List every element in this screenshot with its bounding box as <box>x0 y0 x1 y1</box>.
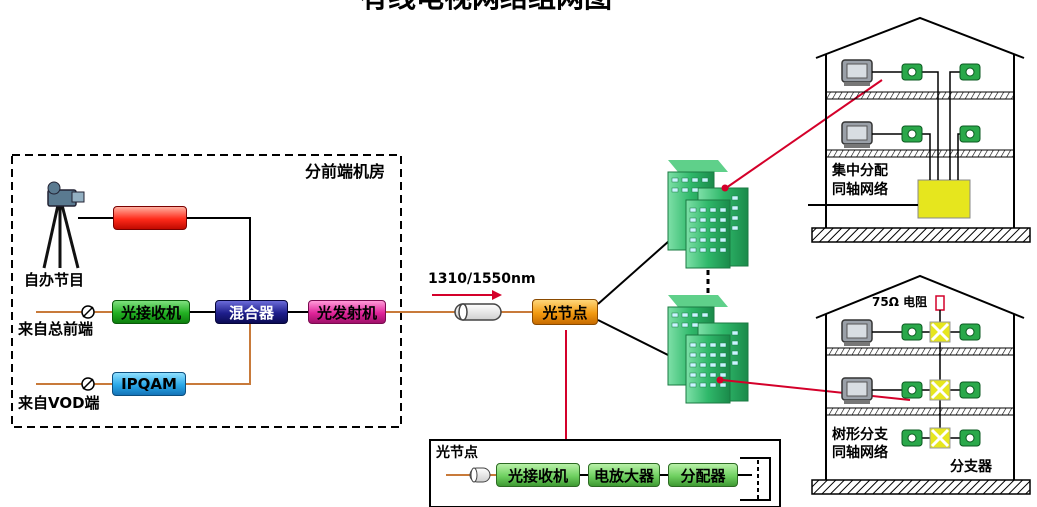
tv-icon <box>841 377 873 404</box>
building-cluster-top <box>667 160 749 269</box>
optical-node-box: 光节点 <box>532 299 598 325</box>
resistor-icon <box>935 295 945 322</box>
building-cluster-bottom <box>667 295 749 404</box>
tv-icon <box>841 121 873 148</box>
camera-icon <box>42 181 85 269</box>
wall-outlet-icon <box>901 381 923 399</box>
encoder-box <box>113 206 187 230</box>
node-detail-title: 光节点 <box>436 445 478 461</box>
house-bottom <box>811 274 1031 495</box>
optical-receiver-box: 光接收机 <box>112 300 190 324</box>
tap-splitter-icon <box>929 427 951 449</box>
ipqam-box: IPQAM <box>112 372 186 396</box>
wall-outlet-icon <box>959 323 981 341</box>
wall-outlet-icon <box>901 63 923 81</box>
top-network-label-1: 集中分配 <box>832 163 888 179</box>
house-top <box>808 16 1031 243</box>
wall-outlet-icon <box>959 381 981 399</box>
source-main-headend: 来自总前端 <box>18 320 94 338</box>
wall-outlet-icon <box>959 125 981 143</box>
page-title: 有线电视网络组网图 <box>360 0 612 12</box>
fiber-cable-icon <box>454 303 502 321</box>
optical-transmitter-box: 光发射机 <box>308 300 386 324</box>
headend-room-border <box>11 154 402 428</box>
bottom-network-label-1: 树形分支 <box>832 427 888 443</box>
fiber-cable-icon <box>469 467 491 483</box>
fiber-source-icon-2 <box>81 377 95 391</box>
tap-splitter-icon <box>929 321 951 343</box>
wall-outlet-icon <box>901 125 923 143</box>
tv-icon <box>841 319 873 346</box>
tv-icon <box>841 59 873 86</box>
top-network-label-2: 同轴网络 <box>832 182 888 198</box>
direction-arrow-icon <box>432 290 502 300</box>
headend-room-label: 分前端机房 <box>305 162 386 181</box>
bottom-network-label-2: 同轴网络 <box>832 445 888 461</box>
wall-outlet-icon <box>959 63 981 81</box>
node-amplifier-box: 电放大器 <box>588 463 660 487</box>
source-vod: 来自VOD端 <box>18 394 100 412</box>
wall-outlet-icon <box>901 323 923 341</box>
resistor-label: 75Ω 电阻 <box>872 295 928 309</box>
wall-outlet-icon <box>901 429 923 447</box>
node-receiver-box: 光接收机 <box>496 463 580 487</box>
tap-label: 分支器 <box>950 459 992 475</box>
fiber-source-icon-1 <box>81 305 95 319</box>
wavelength-label: 1310/1550nm <box>428 271 536 287</box>
mixer-box: 混合器 <box>215 300 288 324</box>
source-own-program: 自办节目 <box>24 271 85 289</box>
wall-outlet-icon <box>959 429 981 447</box>
node-splitter-box: 分配器 <box>668 463 738 487</box>
tap-splitter-icon <box>929 379 951 401</box>
